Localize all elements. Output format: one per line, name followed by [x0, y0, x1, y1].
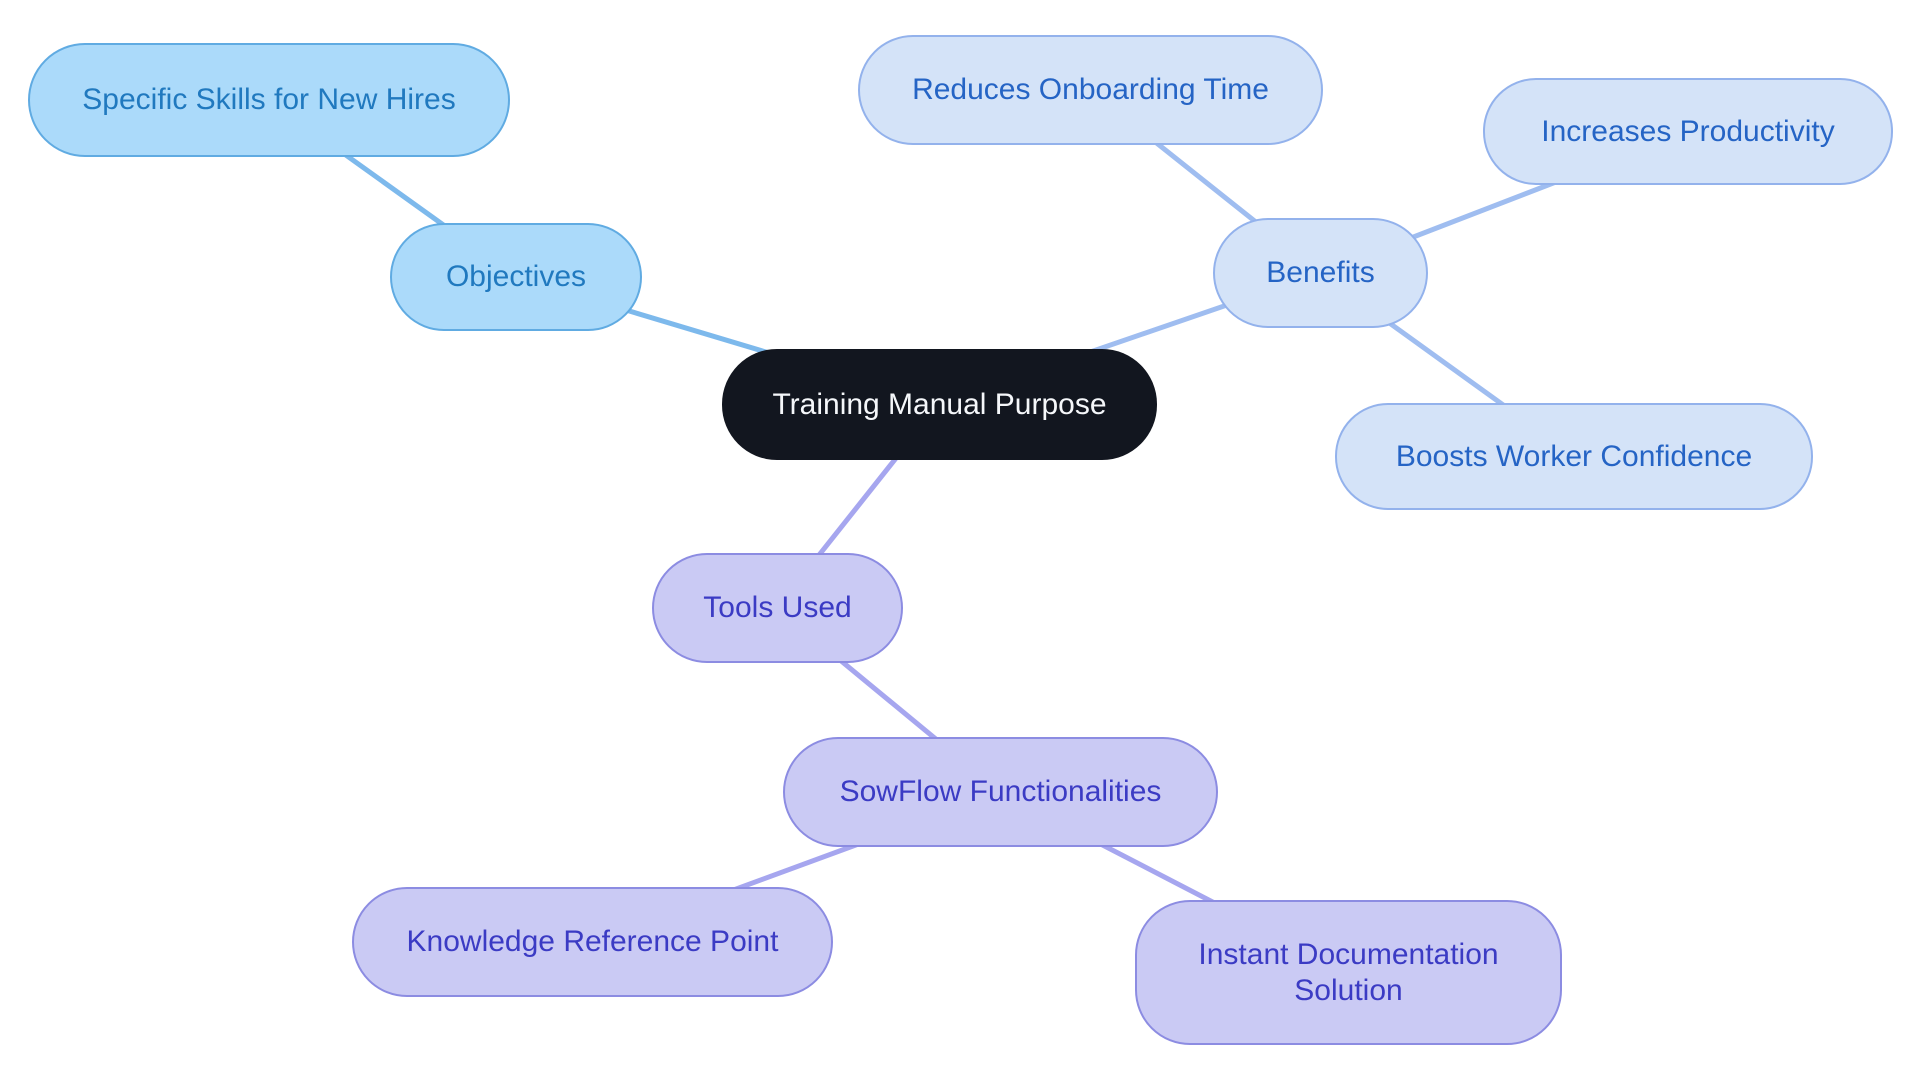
- node-boosts-worker-confidence[interactable]: Boosts Worker Confidence: [1335, 403, 1813, 510]
- node-label: Increases Productivity: [1541, 114, 1835, 148]
- node-knowledge-reference-point[interactable]: Knowledge Reference Point: [352, 887, 833, 997]
- node-objectives[interactable]: Objectives: [390, 223, 642, 331]
- node-reduces-onboarding-time[interactable]: Reduces Onboarding Time: [858, 35, 1323, 145]
- node-label: Training Manual Purpose: [772, 387, 1107, 421]
- node-label: Knowledge Reference Point: [406, 925, 779, 958]
- node-sowflow-functionalities[interactable]: SowFlow Functionalities: [783, 737, 1218, 847]
- node-tools-used[interactable]: Tools Used: [652, 553, 903, 663]
- node-label: Specific Skills for New Hires: [82, 83, 456, 116]
- node-label: Reduces Onboarding Time: [912, 73, 1269, 106]
- node-label: Tools Used: [703, 591, 852, 624]
- node-label: Instant Documentation Solution: [1198, 937, 1499, 1007]
- node-label: Objectives: [445, 260, 587, 293]
- node-label: Boosts Worker Confidence: [1395, 439, 1753, 473]
- node-increases-productivity[interactable]: Increases Productivity: [1483, 78, 1893, 185]
- node-instant-documentation-solution[interactable]: Instant Documentation Solution: [1135, 900, 1562, 1045]
- node-label: Benefits: [1266, 256, 1375, 289]
- node-training-manual-purpose[interactable]: Training Manual Purpose: [722, 349, 1157, 460]
- node-label: SowFlow Functionalities: [839, 775, 1162, 808]
- node-benefits[interactable]: Benefits: [1213, 218, 1428, 328]
- node-specific-skills-for-new-hires[interactable]: Specific Skills for New Hires: [28, 43, 510, 157]
